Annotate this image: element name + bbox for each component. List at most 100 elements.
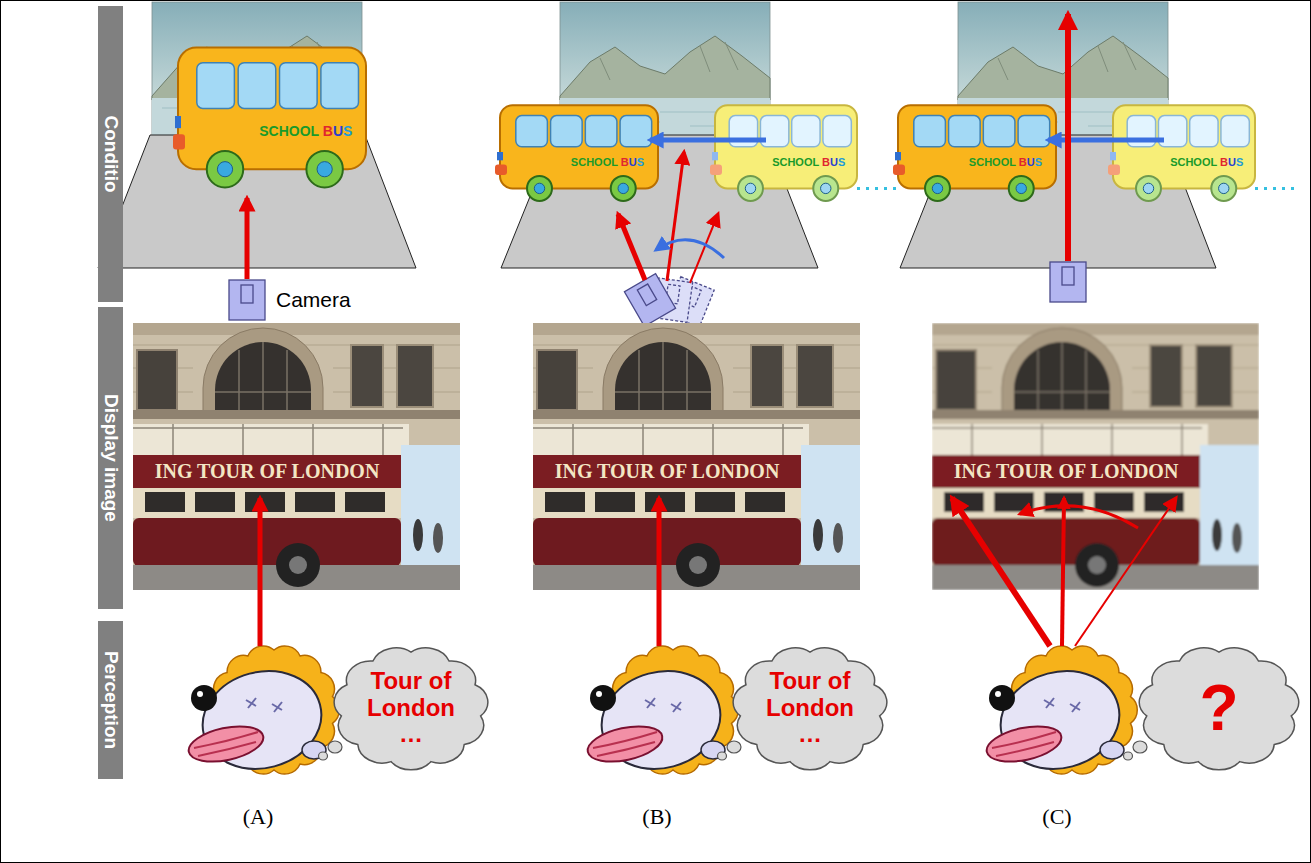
bus-illustration — [710, 105, 902, 201]
pedestrian — [833, 523, 843, 553]
gaze-arrow — [1062, 498, 1064, 646]
view-arrow — [245, 198, 250, 279]
bus-window — [145, 492, 185, 512]
photo-hub — [689, 556, 707, 574]
bus-photo — [932, 323, 1259, 590]
viewer-eyes — [645, 698, 681, 712]
pedestrian — [1212, 519, 1222, 551]
bus-window — [792, 116, 820, 147]
arch-mullions — [1014, 342, 1110, 418]
thought-bubble: ? — [1136, 643, 1302, 773]
motion-trail — [857, 187, 902, 190]
panel-letter: (C) — [1042, 804, 1071, 829]
camera-icon — [624, 274, 675, 327]
bus-window — [949, 116, 981, 147]
wall-window — [797, 345, 833, 407]
wheel-hub — [932, 183, 942, 193]
camera-lens — [637, 284, 656, 306]
bus-wheel — [1009, 176, 1034, 201]
viewer-nose — [191, 685, 217, 711]
bus-lettering: SCHOOL BUS — [969, 156, 1042, 169]
scene — [501, 2, 818, 268]
lettering-letter: U — [333, 123, 343, 139]
bus-lettering: SCHOOL BUS — [571, 156, 644, 169]
lettering-letter: B — [621, 156, 629, 168]
panel-letter: (A) — [243, 804, 274, 829]
wall-window — [751, 345, 783, 407]
bus-wheel — [738, 176, 763, 201]
wheel-hub — [745, 183, 755, 193]
viewer-mouth — [984, 720, 1065, 767]
bus-illustration — [495, 105, 658, 201]
photo-wheel — [676, 543, 720, 587]
sign-text: ING TOUR OF LONDON — [155, 460, 380, 483]
bus-window — [197, 63, 235, 109]
lettering-letter: S — [838, 156, 845, 168]
wall-window — [1150, 345, 1182, 407]
bus-body — [715, 105, 857, 188]
bus-window — [695, 492, 735, 512]
bus-window — [983, 116, 1015, 147]
bus-window — [245, 492, 285, 512]
lettering-letter: U — [1027, 156, 1035, 168]
building-wall — [133, 323, 460, 590]
bus-window — [345, 492, 385, 512]
bus-window — [823, 116, 851, 147]
bus-lettering: SCHOOL BUS — [772, 156, 845, 169]
wall-window — [351, 345, 383, 407]
bubble-tail — [727, 741, 741, 753]
photo-hub — [289, 556, 307, 574]
building-cornice — [533, 323, 860, 335]
photo-wheel — [1075, 543, 1119, 587]
ledge — [932, 410, 1259, 419]
pedestrian — [1232, 523, 1242, 553]
nose-highlight — [995, 691, 1001, 697]
arch-mullions — [215, 342, 311, 418]
bus-window — [1144, 492, 1184, 512]
bus-window — [551, 116, 583, 147]
bubble-tail — [328, 741, 342, 753]
bus-window — [944, 492, 984, 512]
bus-window — [994, 492, 1034, 512]
bubble-shape — [1139, 648, 1298, 770]
view-arrow — [1065, 14, 1071, 261]
panel-letter: (B) — [642, 804, 671, 829]
wheel-hub — [1219, 183, 1229, 193]
ledge — [533, 410, 860, 419]
viewer-nose — [590, 685, 616, 711]
deck-rails — [932, 424, 1202, 456]
arch-window — [1014, 342, 1110, 418]
bus-bumper — [893, 164, 905, 174]
shop-window — [1200, 445, 1259, 565]
mountains — [560, 36, 770, 100]
sign-band — [133, 455, 401, 488]
window-band — [133, 488, 401, 518]
view-arrow — [618, 214, 645, 280]
viewer-eyes — [1044, 698, 1080, 712]
building-cornice — [133, 323, 460, 335]
viewer-mouth — [585, 720, 666, 767]
bus-illustration — [1108, 105, 1300, 201]
bus-wheel — [527, 176, 552, 201]
lettering-letter: S — [1035, 156, 1042, 168]
mouth-stripes — [593, 732, 657, 756]
bus-window — [645, 492, 685, 512]
bubble-tail — [1133, 741, 1147, 753]
lettering-word: SCHOOL — [571, 156, 621, 168]
bus-bumper — [710, 164, 722, 174]
camera-icon — [229, 280, 265, 320]
bus-photo — [533, 323, 860, 590]
lower-body — [533, 518, 801, 566]
wall-window — [397, 345, 433, 407]
gaze-sweep — [1020, 506, 1138, 528]
lettering-word: SCHOOL — [969, 156, 1019, 168]
bus-lettering: SCHOOL BUS — [1170, 156, 1243, 169]
bus-window — [195, 492, 235, 512]
thought-bubble: Tour of London … — [730, 643, 890, 773]
camera-icon — [1050, 262, 1086, 302]
motion-arrow — [650, 138, 766, 143]
sign-band — [932, 455, 1200, 488]
bus-headlight — [712, 152, 718, 160]
